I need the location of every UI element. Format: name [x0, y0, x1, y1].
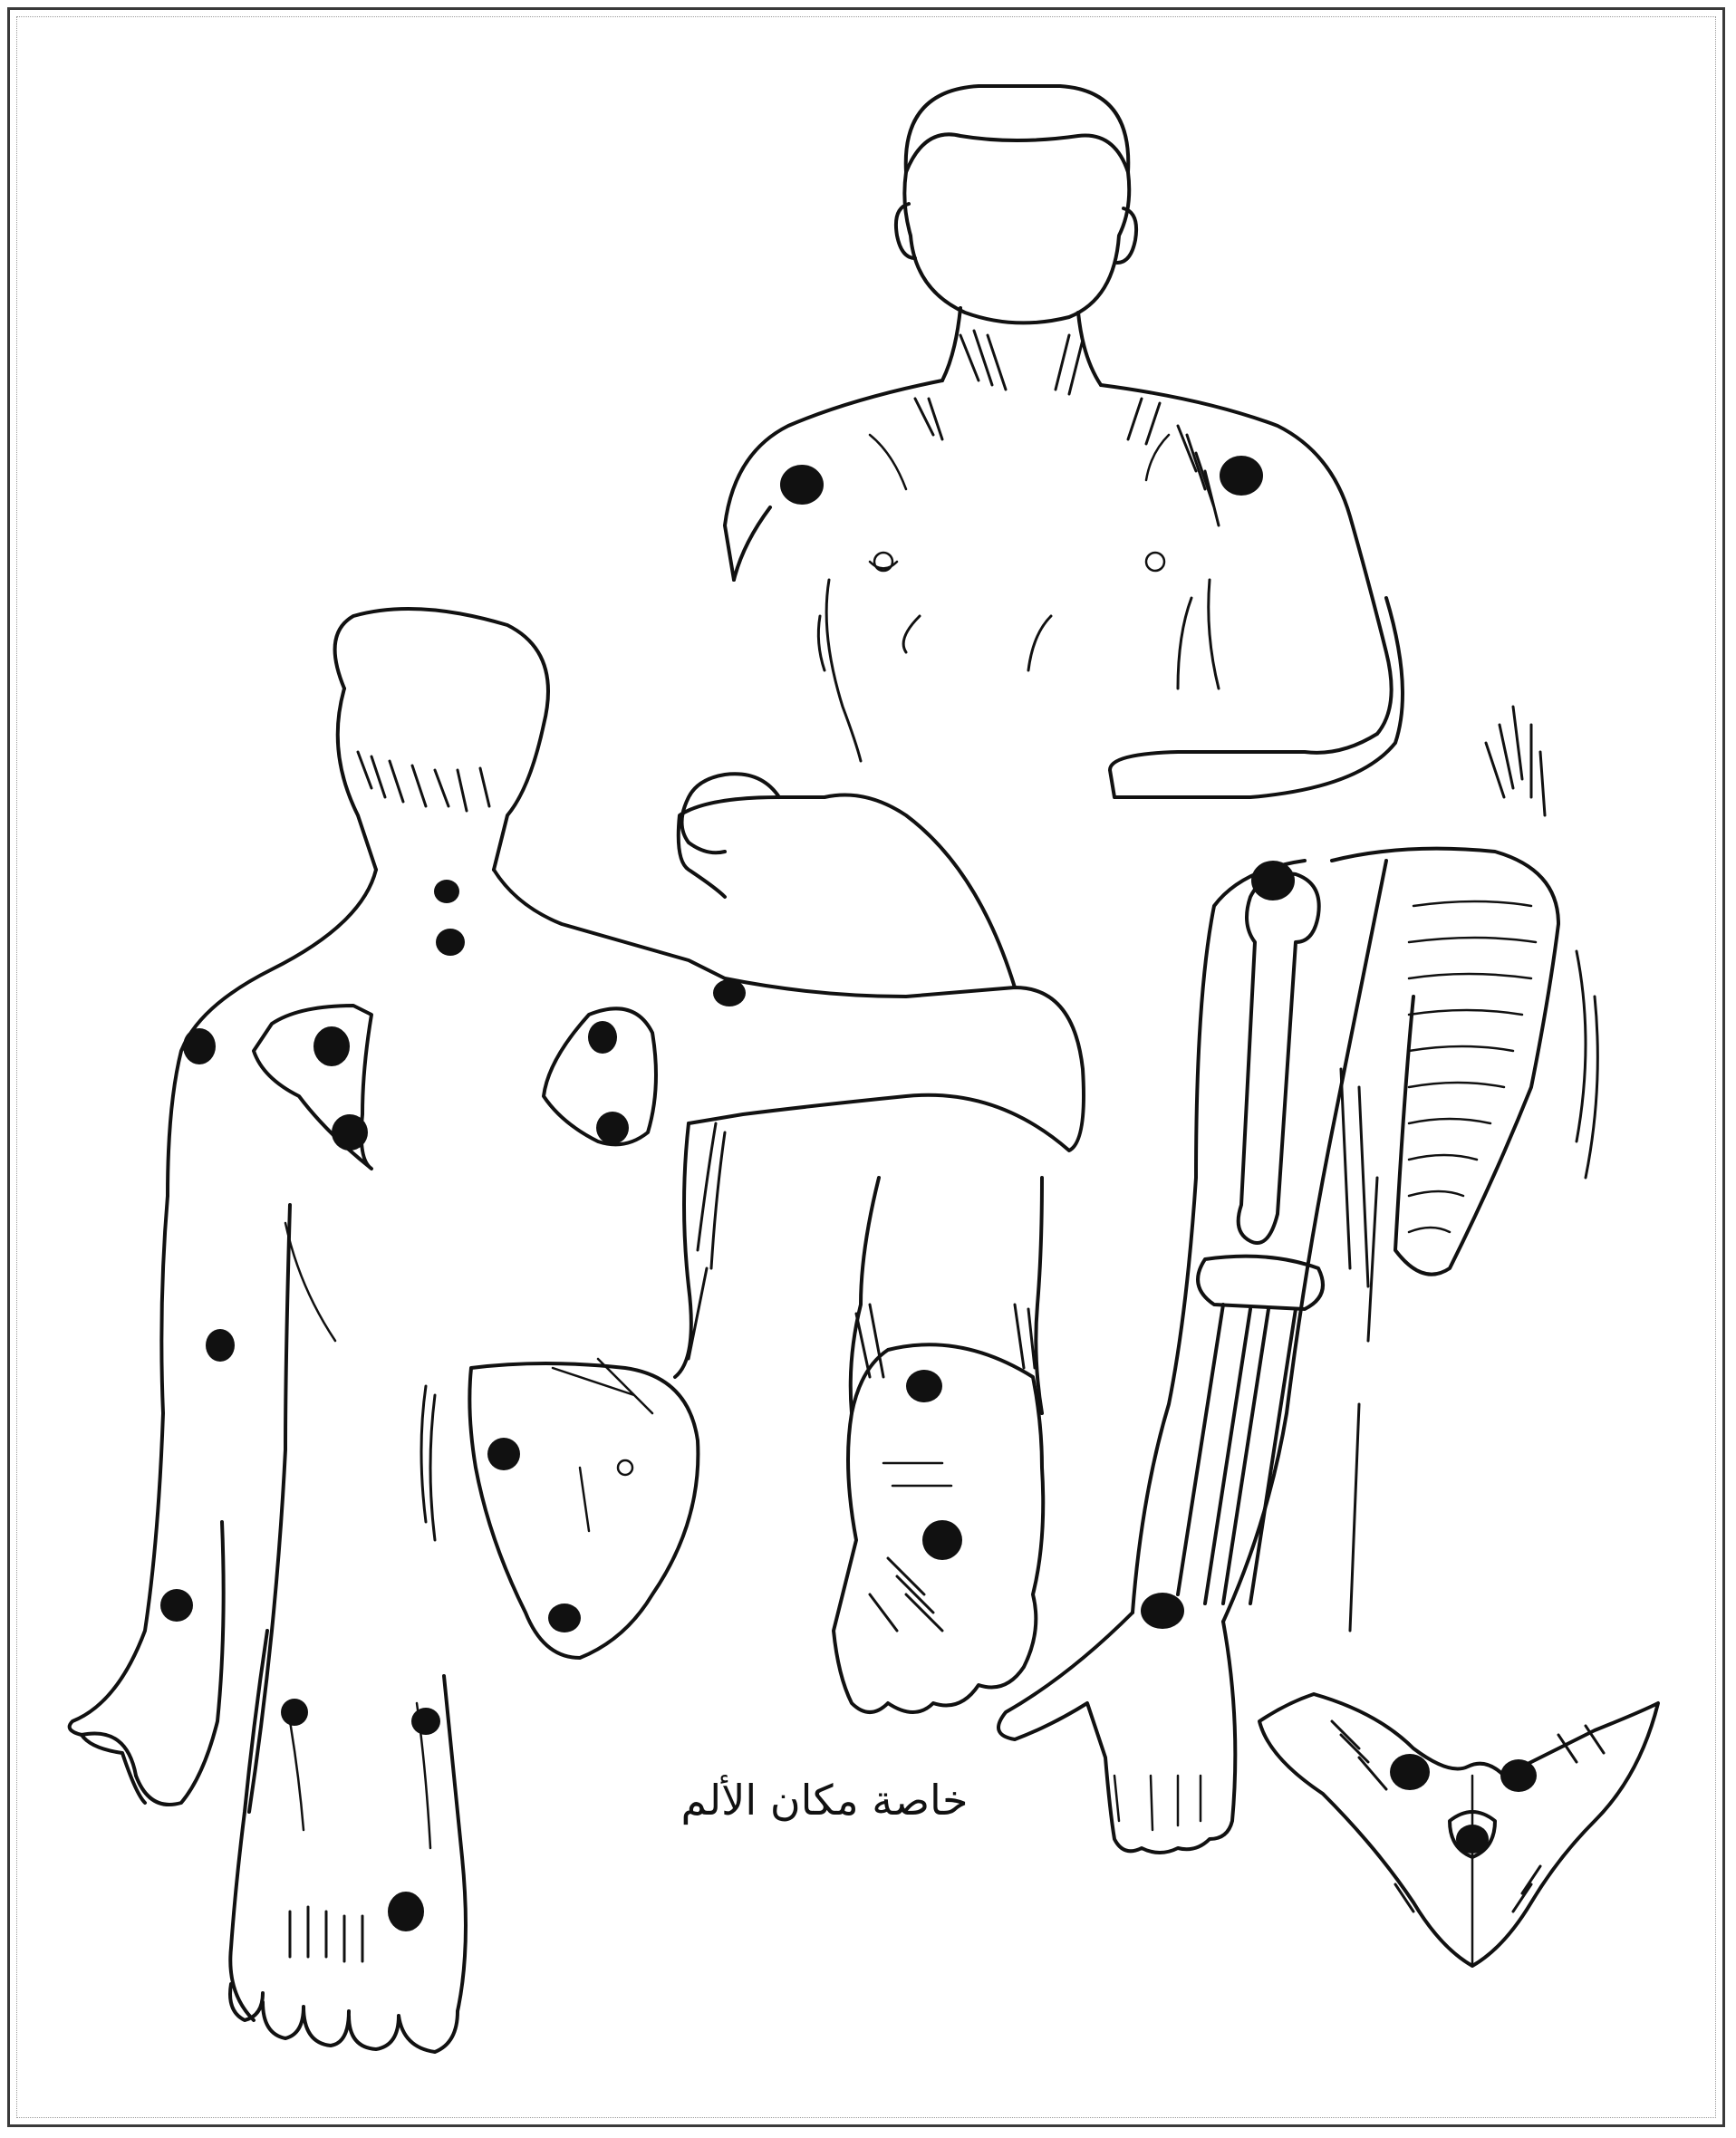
pain-point-dot	[906, 1370, 942, 1402]
front-shoulders	[725, 380, 942, 580]
pain-point-dot	[160, 1589, 193, 1622]
back-head	[335, 609, 548, 870]
raised-arm	[689, 978, 1084, 1151]
toes	[230, 1984, 458, 2052]
pain-point-dot	[388, 1892, 424, 1931]
pain-point-dot	[1251, 861, 1295, 900]
caption: خاصة مكان الألم	[634, 1776, 1015, 1825]
fist	[682, 774, 780, 852]
back-body-figure	[70, 609, 1084, 2052]
pelvis-outline	[1259, 1694, 1658, 1966]
pain-point-dot	[487, 1438, 520, 1470]
pain-point-dot	[411, 1708, 440, 1735]
pain-point-dot	[588, 1021, 617, 1054]
foot-sole-figure	[834, 1178, 1043, 1712]
pain-point-dot	[1390, 1754, 1430, 1790]
pain-point-dot	[281, 1699, 308, 1726]
pain-point-dot	[436, 929, 465, 956]
pelvis-figure	[1259, 1694, 1658, 1966]
pain-point-dot	[596, 1112, 629, 1144]
pain-point-dot	[713, 979, 746, 1006]
sacrum-outline	[469, 1363, 698, 1658]
pain-point-dot	[313, 1026, 350, 1066]
front-torso-figure	[725, 86, 1403, 797]
pain-point-dot	[1500, 1759, 1537, 1792]
humerus	[1239, 873, 1319, 1243]
pain-point-dot	[183, 1028, 216, 1064]
pain-point-dot	[548, 1604, 581, 1632]
pain-point-dot	[1456, 1825, 1489, 1854]
pain-point-dot	[780, 465, 824, 505]
pain-point-dot	[1220, 456, 1263, 496]
pain-point-dot	[206, 1329, 235, 1362]
pain-point-dot	[434, 880, 459, 903]
front-head	[904, 86, 1129, 323]
pain-point-dot	[332, 1114, 368, 1151]
pain-point-dot	[1141, 1593, 1184, 1629]
arm-skeleton-figure	[998, 707, 1597, 1853]
pain-point-dot	[922, 1520, 962, 1560]
